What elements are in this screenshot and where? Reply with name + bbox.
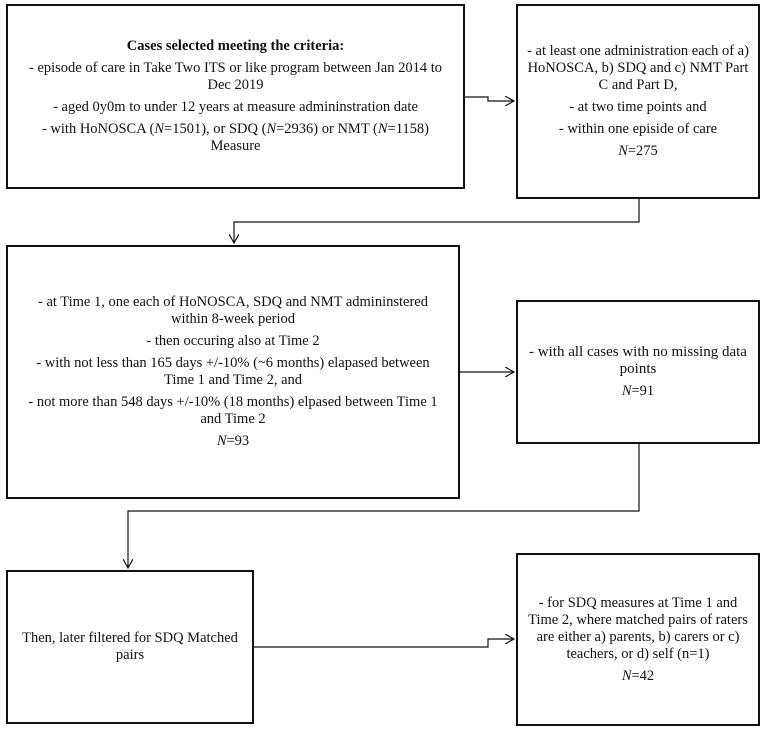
box6-n-count: N=42 [621, 667, 655, 684]
box6-matched-pairs-criterion: - for SDQ measures at Time 1 and Time 2,… [528, 594, 748, 662]
box-complete-data: - with all cases with no missing data po… [516, 300, 760, 444]
box4-complete-data-criterion: - with all cases with no missing data po… [529, 344, 747, 377]
arrow-box2-to-box3 [234, 199, 640, 243]
box4-n-count: N=91 [621, 383, 655, 399]
box-sdq-matched-pairs: - for SDQ measures at Time 1 and Time 2,… [516, 553, 760, 726]
box3-time1-criterion: - at Time 1, one each of HoNOSCA, SDQ an… [38, 294, 428, 327]
box1-age-criterion: - aged 0y0m to under 12 years at measure… [53, 99, 418, 115]
arrow-box1-to-box2 [465, 97, 514, 101]
box-administration-criteria: - at least one administration each of a)… [516, 4, 760, 199]
box-sdq-filter: Then, later filtered for SDQ Matched pai… [6, 570, 254, 724]
box3-min-interval-criterion: - with not less than 165 days +/-10% (~6… [36, 355, 430, 388]
box3-n-count: N=93 [216, 433, 250, 449]
box1-measure-criterion: - with HoNOSCA (N=1501), or SDQ (N=2936)… [41, 121, 430, 154]
box2-timepoints-criterion: - at two time points and [569, 99, 707, 115]
box3-max-interval-criterion: - not more than 548 days +/-10% (18 mont… [28, 394, 438, 427]
box2-episode-criterion: - within one episide of care [558, 121, 718, 137]
box2-administration-criterion: - at least one administration each of a)… [527, 43, 749, 93]
box2-n-count: N=275 [618, 143, 658, 159]
arrow-box4-to-box5 [128, 444, 640, 568]
box5-filter-text: Then, later filtered for SDQ Matched pai… [22, 630, 238, 663]
box-timing-criteria: - at Time 1, one each of HoNOSCA, SDQ an… [6, 245, 460, 499]
box1-episode-criterion: - episode of care in Take Two ITS or lik… [29, 60, 442, 93]
box1-heading: Cases selected meeting the criteria: [126, 38, 345, 54]
box-selection-criteria: Cases selected meeting the criteria: - e… [6, 4, 465, 189]
box3-time2-criterion: - then occuring also at Time 2 [146, 333, 320, 349]
arrow-box5-to-box6 [254, 639, 514, 648]
